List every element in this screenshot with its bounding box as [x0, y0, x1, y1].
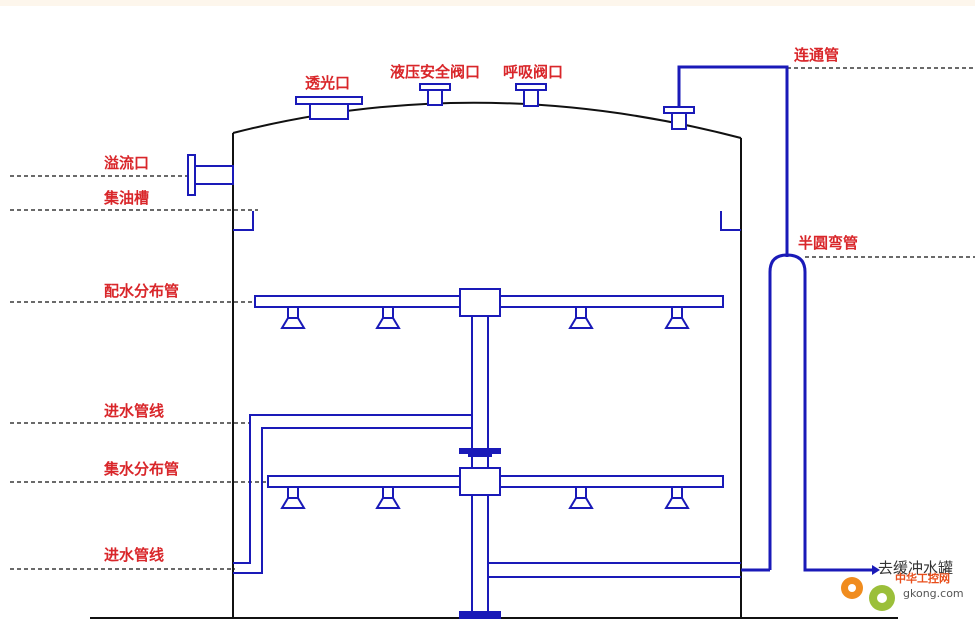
outlet-pipe-lower — [488, 562, 741, 578]
top-band — [0, 0, 975, 6]
light-port-nozzle — [295, 96, 363, 105]
nozzle-stem — [575, 486, 587, 499]
center-pipe — [459, 307, 501, 619]
watermark: 中华工控网 gkong.com — [841, 571, 964, 611]
center-valve — [459, 448, 501, 454]
nozzle-head — [664, 317, 690, 329]
label-breather-valve: 呼吸阀口 — [503, 63, 563, 81]
nozzle-head — [568, 497, 594, 509]
overflow-nozzle — [187, 154, 234, 196]
nozzle-head — [375, 497, 401, 509]
nozzle-stem — [382, 306, 394, 319]
label-half-bend: 半圆弯管 — [798, 234, 858, 252]
nozzle-stem — [671, 486, 683, 499]
nozzle-stem — [575, 306, 587, 319]
oil-trough — [233, 211, 741, 231]
nozzle-stem — [287, 486, 299, 499]
label-destination: 去缓冲水罐 — [878, 559, 953, 577]
nozzle-stem — [671, 306, 683, 319]
leader-lines — [10, 67, 975, 570]
collector-pipe — [267, 467, 724, 496]
label-inlet-lower: 进水管线 — [104, 546, 164, 564]
tank-body — [232, 101, 742, 618]
label-overflow: 溢流口 — [104, 154, 149, 172]
distributor-pipe — [254, 288, 724, 317]
label-inlet-upper: 进水管线 — [104, 402, 164, 420]
nozzle-stem — [287, 306, 299, 319]
label-distributor: 配水分布管 — [104, 282, 179, 300]
label-hydraulic-valve: 液压安全阀口 — [390, 63, 480, 81]
nozzle-head — [280, 497, 306, 509]
spray-nozzles — [280, 306, 690, 509]
label-connect-pipe: 连通管 — [794, 46, 839, 64]
nozzle-head — [280, 317, 306, 329]
destination-arrow-icon — [872, 565, 880, 575]
label-oil-trough: 集油槽 — [103, 189, 149, 207]
watermark-en: gkong.com — [903, 587, 964, 600]
nozzle-head — [375, 317, 401, 329]
nozzle-head — [664, 497, 690, 509]
inlet-pipe-upper — [233, 414, 472, 574]
nozzle-head — [568, 317, 594, 329]
watermark-cn: 中华工控网 — [895, 571, 950, 585]
roof-nozzles — [295, 83, 695, 130]
connecting-pipe — [677, 65, 872, 572]
nozzle-stem — [382, 486, 394, 499]
label-collector: 集水分布管 — [103, 460, 179, 478]
label-light-port: 透光口 — [305, 74, 350, 92]
